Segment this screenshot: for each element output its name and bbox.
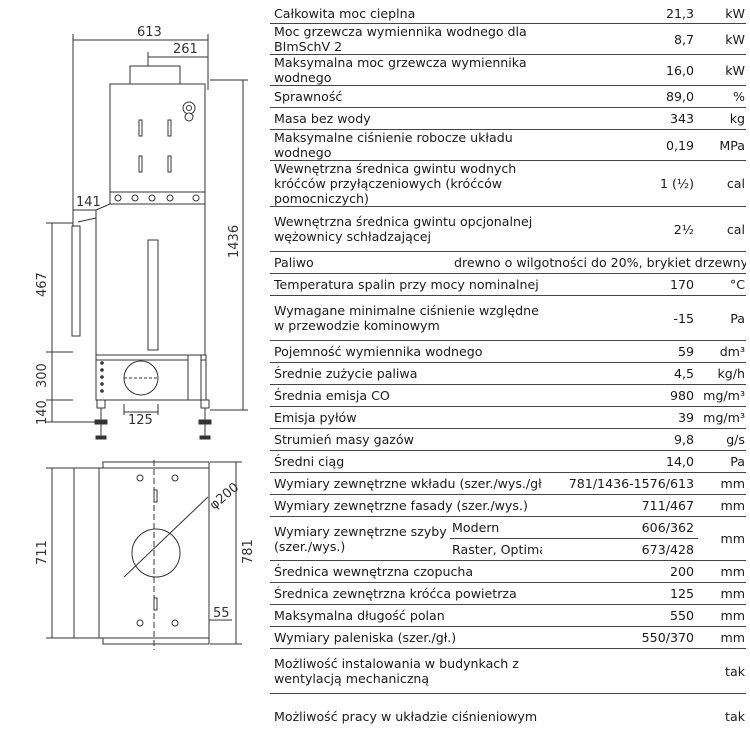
- dim-nozzle: 125: [128, 413, 153, 428]
- dim-depth: 711: [35, 540, 50, 565]
- table-row: Możliwość instalowania w budynkach z wen…: [270, 649, 746, 694]
- plan-facade: [74, 468, 99, 638]
- dim-edge: 55: [213, 606, 230, 621]
- dim-flue-diameter: φ200: [207, 480, 242, 513]
- table-row: Maksymalne ciśnienie robocze układu wodn…: [270, 130, 746, 161]
- table-row: Wewnętrzna średnica gwintu opcjonalnej w…: [270, 207, 746, 252]
- dim-height-total: 1436: [227, 225, 242, 258]
- plan-flue: [132, 529, 180, 577]
- dim-foot-height: 140: [35, 400, 50, 425]
- table-row: Wewnętrzna średnica gwintu wodnych króćc…: [270, 161, 746, 207]
- table-row: Wymagane minimalne ciśnienie względne w …: [270, 296, 746, 341]
- dim-top-offset: 261: [173, 42, 198, 57]
- table-row: Maksymalna moc grzewcza wymiennika wodne…: [270, 55, 746, 86]
- dim-front-height: 467: [35, 272, 50, 297]
- technical-drawing: 613 261 141 1436 467 300 140 125 711 781…: [0, 0, 262, 711]
- table-row: Wymiary zewnętrzne wkładu (szer./wys./gł…: [270, 473, 746, 495]
- dim-width-total: 613: [137, 25, 162, 40]
- flue-collar: [130, 66, 180, 84]
- dim-left-small: 141: [76, 195, 101, 210]
- dim-lower-height: 300: [35, 363, 50, 388]
- dim-depth-total: 781: [241, 539, 256, 564]
- table-row: Moc grzewcza wymiennika wodnego dla BImS…: [270, 24, 746, 55]
- table-row: Wymiary zewnętrzne fasady (szer./wys.)71…: [270, 495, 746, 517]
- table-row: Wymiary zewnętrzne szyby (szer./wys.) Mo…: [270, 517, 746, 539]
